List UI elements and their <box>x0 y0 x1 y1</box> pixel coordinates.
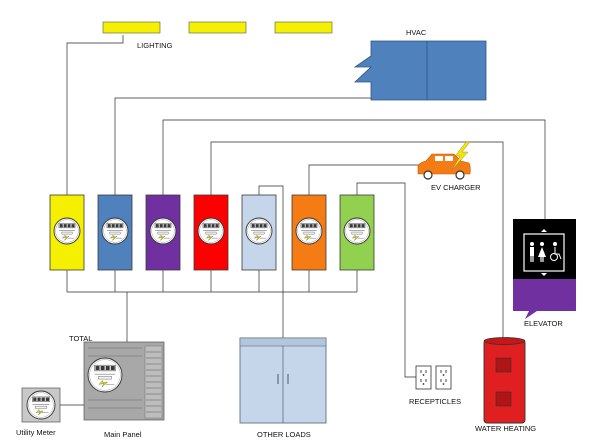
other-loads-label: OTHER LOADS <box>257 430 311 439</box>
utility-meter-label: Utility Meter <box>16 428 56 437</box>
water-heating-label: WATER HEATING <box>475 424 536 433</box>
lighting-fixture <box>274 21 333 34</box>
elevator-panel <box>513 219 576 319</box>
lighting-fixture <box>188 21 247 34</box>
electric-meter-icon <box>197 217 225 245</box>
electric-meter-icon <box>343 217 371 245</box>
hvac-unit <box>353 40 487 101</box>
electric-meter-icon <box>53 217 81 245</box>
duplex-outlet-icon <box>415 365 432 390</box>
ev-car-icon <box>417 153 471 180</box>
main-panel-label: Main Panel <box>104 430 142 439</box>
submeter-other-loads <box>241 194 277 271</box>
electric-meter-icon <box>295 217 323 245</box>
submeter-row <box>49 194 375 271</box>
total-label: TOTAL <box>69 334 92 343</box>
electric-meter-icon <box>26 390 56 420</box>
lighting-label: LIGHTING <box>137 41 173 50</box>
hvac-label: HVAC <box>406 28 427 37</box>
lighting-fixture <box>102 21 161 34</box>
receptacles <box>415 365 452 390</box>
lightning-bolt-icon <box>451 141 471 171</box>
electric-meter-icon <box>87 357 123 393</box>
electric-meter-icon <box>149 217 177 245</box>
main-panel <box>83 341 165 421</box>
electric-meter-icon <box>101 217 129 245</box>
other-loads-cabinet <box>239 337 327 424</box>
submeter-hvac <box>97 194 133 271</box>
ev-charger-label: EV CHARGER <box>431 183 481 192</box>
receptacles-label: RECEPTICLES <box>409 397 461 406</box>
elevator-people-icon <box>530 242 546 262</box>
elevator-label: ELEVATOR <box>524 319 563 328</box>
lighting-fixtures <box>102 21 333 34</box>
submeter-lighting <box>49 194 85 271</box>
electric-meter-icon <box>245 217 273 245</box>
submeter-receptacles <box>339 194 375 271</box>
water-heater <box>483 337 526 424</box>
utility-meter <box>26 390 56 420</box>
wiring <box>60 35 546 406</box>
submeter-elevator <box>145 194 181 271</box>
submeter-water-heating <box>193 194 229 271</box>
total-meter <box>87 357 123 393</box>
duplex-outlet-icon <box>435 365 452 390</box>
wheelchair-icon <box>550 242 562 261</box>
submeter-ev-charger <box>291 194 327 271</box>
